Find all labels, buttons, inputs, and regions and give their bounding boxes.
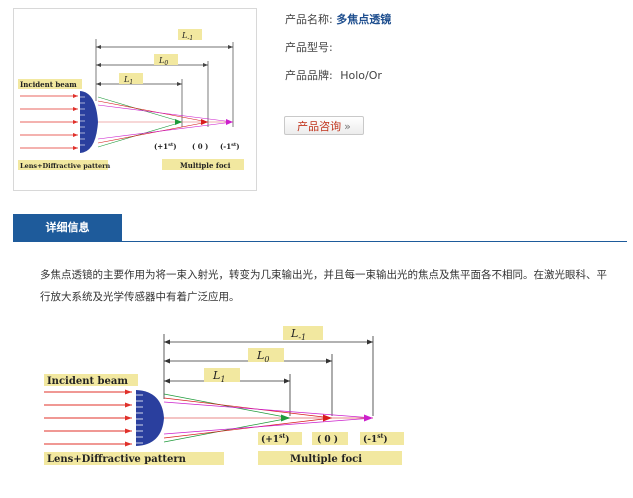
focus-0 xyxy=(323,414,332,422)
focus-plus1 xyxy=(281,414,290,422)
lens-label-text: Lens+Diffractive pattern xyxy=(47,454,187,465)
lens-label xyxy=(18,160,108,170)
incident-beam-text: Incident beam xyxy=(20,80,77,89)
lens-shape xyxy=(136,390,164,446)
multiple-foci-label xyxy=(162,159,244,170)
focus-minus1 xyxy=(364,414,373,422)
product-consult-button[interactable]: 产品咨询» xyxy=(284,116,364,135)
dim-text-l1: L1 xyxy=(123,75,133,86)
order-plus1-label xyxy=(258,432,302,445)
order-0-label xyxy=(312,432,348,445)
focus-0 xyxy=(201,119,208,125)
detail-diagram-svg: L-1 L0 L1 Incident beam xyxy=(44,326,404,465)
dim-label-l0 xyxy=(248,348,284,362)
order-0-text: ( 0 ) xyxy=(192,142,208,151)
dim-text-l-1: L-1 xyxy=(290,327,306,342)
focus-minus1 xyxy=(226,119,233,125)
multiple-foci-label xyxy=(258,451,402,465)
tab-details[interactable]: 详细信息 xyxy=(13,214,122,241)
product-description: 多焦点透镜的主要作用为将一束入射光，转变为几束输出光，并且每一束输出光的焦点及焦… xyxy=(40,269,607,303)
dim-label-l0 xyxy=(154,54,178,65)
order-plus1-text: (+1st) xyxy=(261,433,289,445)
product-model-row: 产品型号: xyxy=(285,38,391,66)
product-info: 产品名称: 多焦点透镜 产品型号: 产品品牌: Holo/Or xyxy=(285,10,391,94)
product-model-label: 产品型号: xyxy=(285,41,333,54)
dim-text-l0: L0 xyxy=(256,349,269,364)
product-name-row: 产品名称: 多焦点透镜 xyxy=(285,10,391,38)
product-brand-value: Holo/Or xyxy=(340,69,382,82)
dim-label-l1 xyxy=(204,368,240,382)
order-0-text: ( 0 ) xyxy=(317,434,338,445)
lens-label xyxy=(44,452,224,465)
dim-label-l1 xyxy=(119,73,143,84)
product-brand-label: 产品品牌: xyxy=(285,69,333,82)
detail-diagram: L-1 L0 L1 Incident beam xyxy=(40,324,410,474)
order-plus1-text: (+1st) xyxy=(154,142,177,151)
detail-tab-bar: 详细信息 xyxy=(13,214,627,242)
product-name-label: 产品名称: xyxy=(285,13,333,26)
order-minus1-text: (-1st) xyxy=(363,433,388,445)
product-name-value: 多焦点透镜 xyxy=(336,13,392,26)
order-minus1-text: (-1st) xyxy=(220,142,240,151)
dim-text-l1: L1 xyxy=(212,369,225,384)
thumbnail-diagram: L-1 L0 L1 Incident beam xyxy=(18,29,244,170)
incident-beam-label xyxy=(18,79,82,89)
product-brand-row: 产品品牌: Holo/Or xyxy=(285,66,391,94)
focus-plus1 xyxy=(175,119,182,125)
incident-beam-text: Incident beam xyxy=(47,376,128,387)
lens-label-text: Lens+Diffractive pattern xyxy=(20,162,111,170)
dim-label-l-1 xyxy=(178,29,202,40)
multiple-foci-text: Multiple foci xyxy=(180,161,231,170)
lens-shape xyxy=(80,91,98,153)
incident-beam-label xyxy=(44,374,138,386)
double-chevron-right-icon: » xyxy=(344,120,351,133)
consult-button-label: 产品咨询 xyxy=(297,120,342,133)
dim-label-l-1 xyxy=(283,326,323,340)
product-thumbnail[interactable]: L-1 L0 L1 Incident beam xyxy=(13,8,257,191)
order-minus1-label xyxy=(360,432,404,445)
multiple-foci-text: Multiple foci xyxy=(290,454,362,465)
dim-text-l0: L0 xyxy=(158,56,168,67)
dim-text-l-1: L-1 xyxy=(181,31,193,42)
